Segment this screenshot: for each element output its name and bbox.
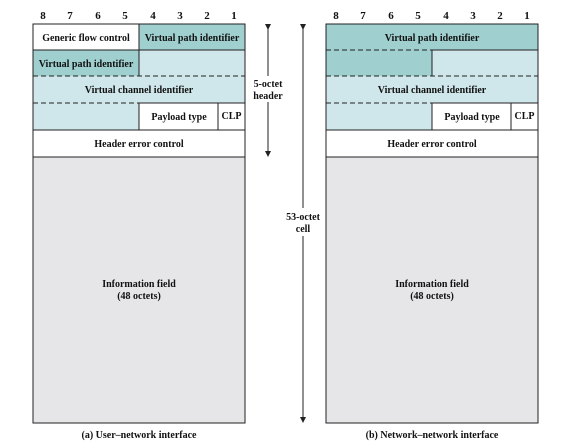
uni-bit-4: 4 bbox=[150, 10, 156, 22]
nni-hec-cell bbox=[326, 130, 538, 157]
uni-gfc-label: Generic flow control bbox=[42, 33, 130, 44]
cell-label-backdrop bbox=[282, 208, 324, 236]
nni-clp-label: CLP bbox=[515, 111, 535, 122]
nni-bit-3: 3 bbox=[470, 10, 476, 22]
uni-info-label-1: Information field bbox=[102, 279, 176, 290]
uni-vpi-row2-cell bbox=[33, 50, 139, 76]
uni-hec-cell bbox=[33, 130, 245, 157]
nni-grid-lines bbox=[325, 23, 539, 424]
uni-clp-label: CLP bbox=[222, 111, 242, 122]
uni-vci-start-cell bbox=[139, 50, 245, 76]
uni-format: 8 7 6 5 4 3 2 1 Generic flow control Vir… bbox=[32, 10, 246, 441]
cell-size-label-1: 53-octet bbox=[286, 212, 321, 223]
uni-payload-type-cell bbox=[139, 103, 218, 130]
nni-caption: (b) Network–network interface bbox=[366, 430, 499, 441]
uni-info-label-2: (48 octets) bbox=[117, 291, 161, 302]
nni-clp-cell bbox=[511, 103, 538, 130]
uni-caption: (a) User–network interface bbox=[82, 430, 198, 441]
header-size-label-1: 5-octet bbox=[254, 79, 284, 90]
uni-bit-6: 6 bbox=[95, 10, 101, 22]
uni-vpi-row2-label: Virtual path identifier bbox=[39, 59, 134, 70]
uni-bit-7: 7 bbox=[67, 10, 73, 22]
uni-bit-5: 5 bbox=[122, 10, 128, 22]
nni-bit-4: 4 bbox=[443, 10, 449, 22]
nni-payload-type-label: Payload type bbox=[444, 112, 500, 123]
uni-payload-type-label: Payload type bbox=[151, 112, 207, 123]
nni-info-label-2: (48 octets) bbox=[410, 291, 454, 302]
nni-bit-7: 7 bbox=[360, 10, 366, 22]
size-annotations: 5-octet header 53-octet cell bbox=[246, 24, 324, 423]
nni-bit-numbers: 8 7 6 5 4 3 2 1 bbox=[333, 10, 530, 22]
nni-info-field bbox=[326, 157, 538, 423]
uni-bit-2: 2 bbox=[204, 10, 210, 22]
header-size-label-2: header bbox=[253, 91, 283, 102]
uni-clp-cell bbox=[218, 103, 245, 130]
nni-info-label-1: Information field bbox=[395, 279, 469, 290]
uni-vpi-top-cell bbox=[139, 24, 245, 50]
nni-payload-type-cell bbox=[432, 103, 511, 130]
uni-bit-1: 1 bbox=[231, 10, 237, 22]
uni-info-field bbox=[33, 157, 245, 423]
uni-bit-8: 8 bbox=[40, 10, 46, 22]
uni-gfc-cell bbox=[33, 24, 139, 50]
nni-bit-6: 6 bbox=[388, 10, 394, 22]
nni-vpi-cont-cell bbox=[326, 50, 432, 76]
uni-hec-label: Header error control bbox=[94, 139, 183, 150]
uni-vci-cell bbox=[33, 76, 245, 103]
nni-hec-label: Header error control bbox=[387, 139, 476, 150]
uni-vpi-top-label: Virtual path identifier bbox=[145, 33, 240, 44]
uni-bit-numbers: 8 7 6 5 4 3 2 1 bbox=[40, 10, 237, 22]
uni-vci-label: Virtual channel identifier bbox=[85, 85, 194, 96]
nni-format: 8 7 6 5 4 3 2 1 Virtual path identifier … bbox=[325, 10, 539, 441]
nni-vci-label: Virtual channel identifier bbox=[378, 85, 487, 96]
nni-bit-8: 8 bbox=[333, 10, 339, 22]
uni-vci-end-cell bbox=[33, 103, 139, 130]
nni-vci-cell bbox=[326, 76, 538, 103]
cell-size-label-2: cell bbox=[296, 224, 311, 235]
header-label-backdrop bbox=[246, 76, 290, 102]
nni-vci-start-cell bbox=[432, 50, 538, 76]
uni-grid-lines bbox=[32, 23, 246, 424]
nni-vpi-label: Virtual path identifier bbox=[385, 33, 480, 44]
nni-bit-1: 1 bbox=[524, 10, 530, 22]
nni-bit-2: 2 bbox=[497, 10, 503, 22]
uni-bit-3: 3 bbox=[177, 10, 183, 22]
nni-vpi-cell bbox=[326, 24, 538, 50]
nni-vci-end-cell bbox=[326, 103, 432, 130]
nni-bit-5: 5 bbox=[415, 10, 421, 22]
